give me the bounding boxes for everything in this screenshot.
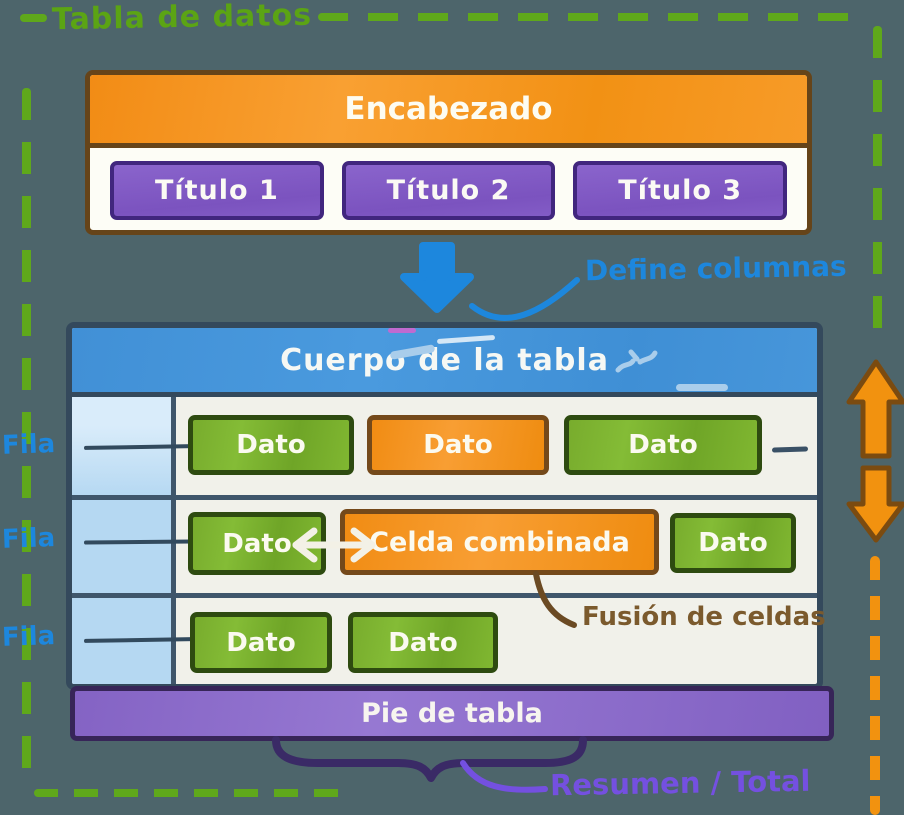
- define-columns-curve: [469, 277, 580, 321]
- frame-dashed-border-left: [22, 88, 31, 788]
- data-cell: Dato: [564, 415, 762, 475]
- row-separator: [72, 495, 817, 500]
- row-separator: [72, 593, 817, 598]
- row-label-fila-2: Fila: [1, 523, 56, 555]
- body-title: Cuerpo de la tabla: [280, 342, 609, 378]
- define-columns-annotation: Define columnas: [584, 249, 847, 288]
- header-title-bar: Encabezado: [90, 75, 807, 148]
- frame-dashed-border-right: [873, 26, 882, 346]
- brace-icon: [272, 736, 587, 782]
- column-title-3: Título 3: [573, 161, 788, 220]
- data-cell: Dato: [188, 415, 354, 475]
- column-title-1: Título 1: [110, 161, 324, 220]
- up-arrow-icon: [846, 359, 904, 459]
- body-title-bar: Cuerpo de la tabla: [72, 328, 817, 397]
- row-label-fila-1: Fila: [1, 429, 56, 461]
- data-cell: Dato: [190, 612, 332, 673]
- data-cell: Dato: [348, 612, 498, 673]
- summary-total-annotation: Resumen / Total: [549, 763, 811, 803]
- pink-tick-doodle: [388, 328, 416, 333]
- down-resize-arrow-icon: [846, 465, 904, 543]
- column-title-2: Título 2: [341, 161, 556, 220]
- header-table: Encabezado Título 1 Título 2 Título 3: [85, 70, 812, 235]
- frame-dash-lead: [20, 14, 47, 22]
- frame-dashed-border-bottom: [34, 789, 346, 797]
- summary-curve: [460, 760, 548, 793]
- data-cell: Dato: [670, 513, 796, 573]
- table-footer-bar: Pie de tabla: [70, 686, 834, 741]
- row-label-fila-3: Fila: [1, 621, 56, 653]
- orange-dashed-line: [870, 556, 880, 815]
- data-cell: Dato: [188, 512, 326, 575]
- frame-dashed-border-top: [318, 13, 858, 21]
- data-cell: Dato: [367, 415, 549, 475]
- brush-doodle: [676, 384, 728, 391]
- column-titles-row: Título 1 Título 2 Título 3: [90, 148, 807, 233]
- merged-cell: Celda combinada: [340, 509, 659, 575]
- frame-label: Tabla de datos: [51, 0, 313, 38]
- merge-cells-annotation: Fusión de celdas: [582, 602, 826, 632]
- down-arrow-icon: [400, 242, 474, 313]
